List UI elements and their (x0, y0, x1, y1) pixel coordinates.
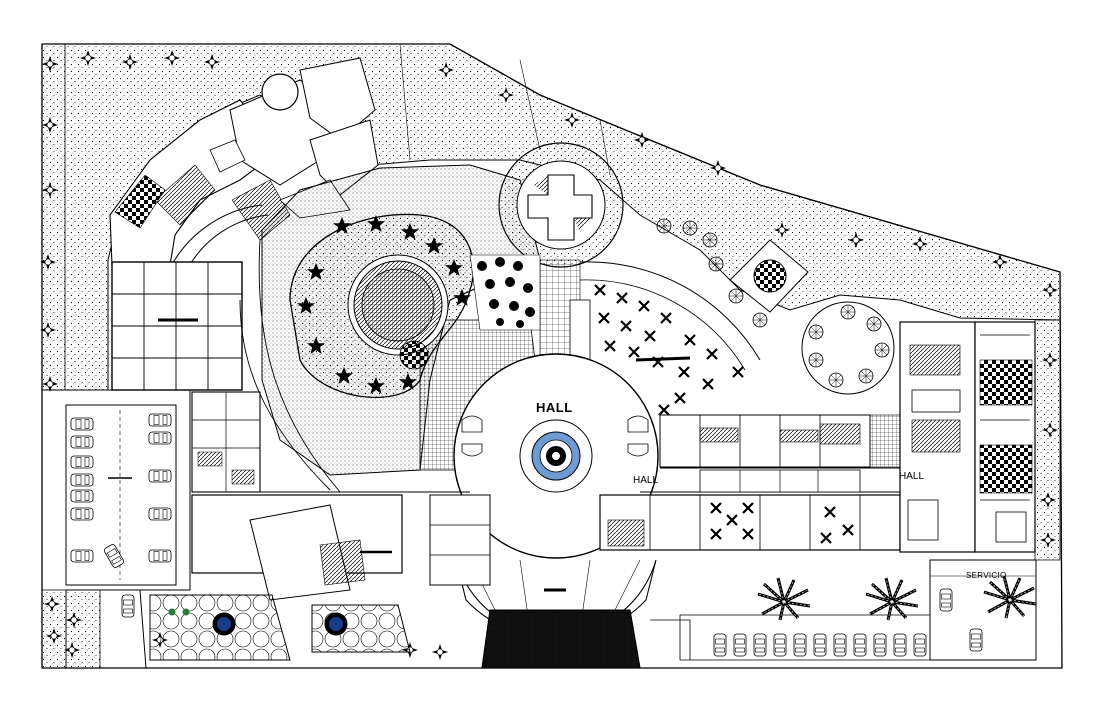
northwest-building (109, 57, 379, 269)
north-rotunda (498, 142, 624, 371)
service-label: SERVICIO (966, 571, 1007, 580)
service-yard (929, 559, 1037, 661)
hall-label-main: HALL (536, 400, 573, 415)
orchard (469, 254, 541, 331)
main-hall-rotunda (453, 353, 659, 669)
hall-label-west: HALL (633, 475, 659, 486)
hall-label-east: HALL (899, 471, 925, 482)
plaza-east-plantings (579, 261, 761, 417)
west-service-block (191, 391, 491, 601)
south-fountain-plazas (149, 594, 411, 661)
west-parking-lot (65, 404, 177, 618)
main-corridor (192, 414, 960, 493)
east-circular-garden (656, 218, 895, 395)
east-wing (599, 321, 1036, 553)
amphitheater (289, 213, 475, 399)
access-roads (42, 239, 691, 669)
west-grid-hall (111, 261, 243, 391)
